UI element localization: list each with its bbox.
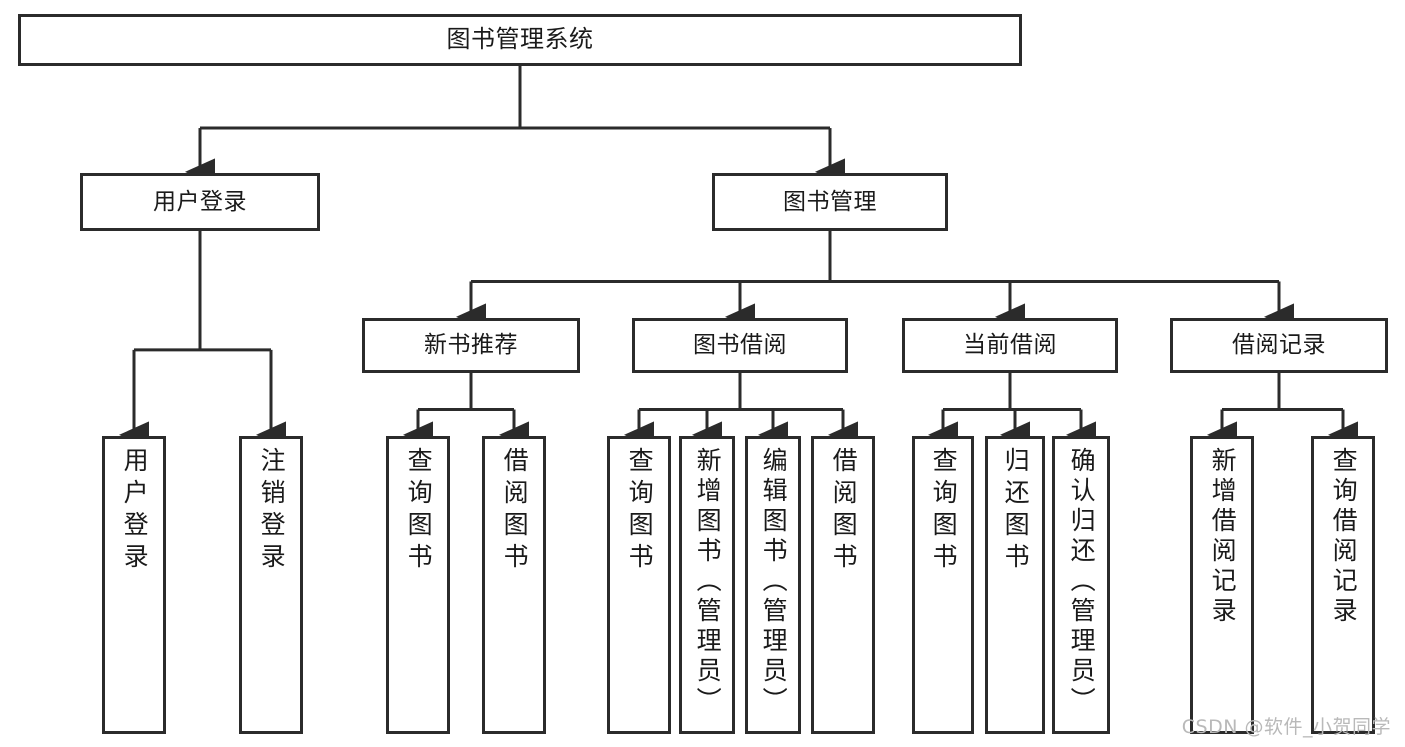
watermark: CSDN @软件_小贺同学 [1181,716,1391,738]
node-label: 借阅图书 [500,447,530,575]
node-label: 图书借阅 [693,332,787,359]
node-current-borrow[interactable]: 当前借阅 [902,318,1118,373]
node-label: 查询图书 [929,447,959,575]
node-leaf-query-book-1[interactable]: 查询图书 [386,436,450,734]
node-label: 借阅记录 [1232,332,1326,359]
node-label: 用户登录 [120,447,150,575]
node-leaf-user-login[interactable]: 用户登录 [102,436,166,734]
node-label: 查询图书 [404,447,434,575]
node-label: 当前借阅 [963,332,1057,359]
node-book-borrow[interactable]: 图书借阅 [632,318,848,373]
node-leaf-borrow-book-2[interactable]: 借阅图书 [811,436,875,734]
node-label: 新增图书（管理员） [693,447,723,717]
node-leaf-query-record[interactable]: 查询借阅记录 [1311,436,1375,734]
node-label: 查询借阅记录 [1329,447,1359,627]
node-leaf-query-book-2[interactable]: 查询图书 [607,436,671,734]
node-label: 图书管理系统 [446,25,594,54]
node-label: 图书管理 [783,188,877,215]
node-book-manage[interactable]: 图书管理 [712,173,948,231]
node-label: 新书推荐 [424,332,518,359]
node-new-book-rec[interactable]: 新书推荐 [362,318,580,373]
node-label: 借阅图书 [829,447,859,575]
node-label: 确认归还（管理员） [1067,447,1097,717]
node-label: 归还图书 [1001,447,1031,575]
node-leaf-query-book-3[interactable]: 查询图书 [912,436,974,734]
node-leaf-edit-book[interactable]: 编辑图书（管理员） [745,436,801,734]
node-user-login[interactable]: 用户登录 [80,173,320,231]
node-root[interactable]: 图书管理系统 [18,14,1022,66]
node-leaf-borrow-book-1[interactable]: 借阅图书 [482,436,546,734]
node-leaf-confirm-return[interactable]: 确认归还（管理员） [1052,436,1110,734]
node-label: 查询图书 [625,447,655,575]
node-leaf-return-book[interactable]: 归还图书 [985,436,1045,734]
node-label: 新增借阅记录 [1208,447,1238,627]
node-leaf-add-record[interactable]: 新增借阅记录 [1190,436,1254,734]
node-borrow-record[interactable]: 借阅记录 [1170,318,1388,373]
node-leaf-add-book[interactable]: 新增图书（管理员） [679,436,735,734]
node-label: 编辑图书（管理员） [759,447,789,717]
node-label: 用户登录 [153,188,247,215]
node-leaf-logout[interactable]: 注销登录 [239,436,303,734]
node-label: 注销登录 [257,447,287,575]
